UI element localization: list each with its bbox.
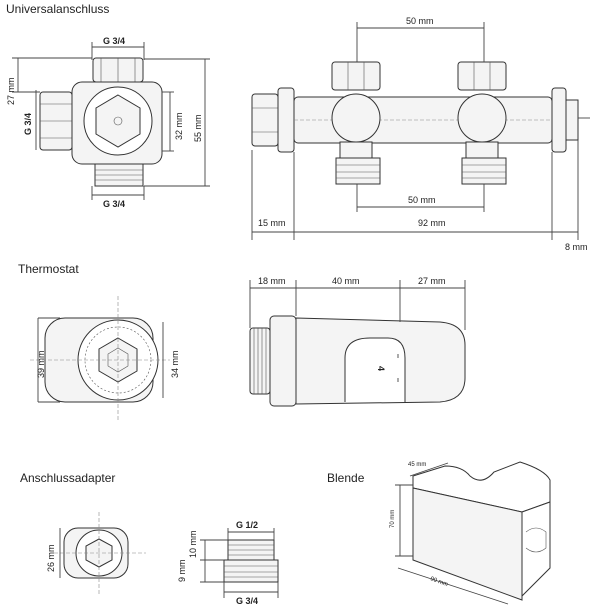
dim-u-50-top: 50 mm [406, 16, 434, 26]
adapter-end-view [54, 512, 146, 594]
title-blende: Blende [327, 471, 365, 485]
dim-a-g34: G 3/4 [236, 596, 258, 606]
dim-u-50-bottom: 50 mm [408, 195, 436, 205]
dim-u-g-left: G 3/4 [23, 113, 33, 135]
blende-view [395, 461, 551, 605]
dim-t-27: 27 mm [418, 276, 446, 286]
dim-u-g-bottom: G 3/4 [103, 199, 125, 209]
dim-u-g-top: G 3/4 [103, 36, 125, 46]
universal-front-view [251, 22, 590, 240]
dim-a-9: 9 mm [177, 560, 187, 583]
dim-t-18: 18 mm [258, 276, 286, 286]
dim-u-92: 92 mm [418, 218, 446, 228]
dim-t-40: 40 mm [332, 276, 360, 286]
dim-b-90: 90 mm [429, 576, 448, 588]
title-anschlussadapter: Anschlussadapter [20, 471, 116, 485]
dim-a-10: 10 mm [188, 530, 198, 558]
dim-a-26: 26 mm [46, 544, 56, 572]
universal-side-view [12, 42, 210, 200]
dim-t-dial: 4 [376, 366, 386, 371]
dim-u-27: 27 mm [6, 77, 16, 105]
dim-b-45: 45 mm [408, 462, 426, 468]
adapter-side-view [200, 528, 279, 598]
dim-t-39: 39 mm [36, 350, 46, 378]
dim-u-32: 32 mm [174, 112, 184, 140]
thermostat-end-view [30, 296, 170, 420]
title-universalanschluss: Universalanschluss [6, 2, 110, 16]
dim-a-g12: G 1/2 [236, 520, 258, 530]
dim-u-55: 55 mm [193, 114, 203, 142]
dim-b-70: 70 mm [390, 510, 396, 528]
dim-u-15: 15 mm [258, 218, 286, 228]
thermostat-side-view [249, 280, 466, 407]
dim-t-34: 34 mm [170, 350, 180, 378]
title-thermostat: Thermostat [18, 262, 79, 276]
dim-u-8: 8 mm [565, 242, 588, 252]
